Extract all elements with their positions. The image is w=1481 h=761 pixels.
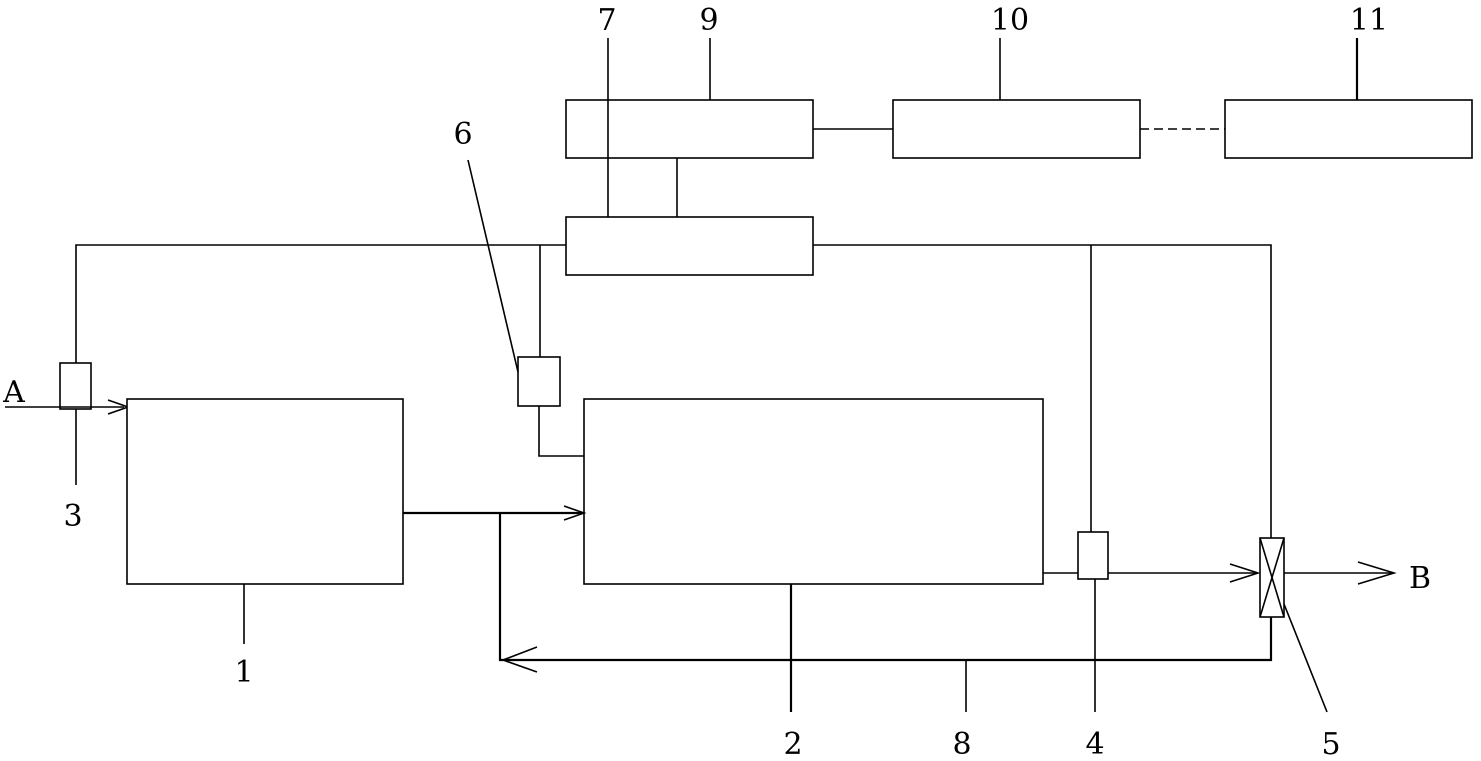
label-7: 7 [597, 3, 616, 38]
signal-line-to-sensor-3 [75, 244, 566, 363]
sensor-4 [1077, 531, 1109, 580]
label-outlet-b: B [1409, 561, 1431, 596]
label-6: 6 [453, 117, 472, 152]
box-2-tank [583, 398, 1044, 585]
leader-6 [467, 159, 519, 373]
label-3: 3 [63, 499, 82, 534]
label-5: 5 [1321, 727, 1340, 761]
signal-line-to-valve-5 [813, 244, 1272, 538]
sensor-3 [59, 362, 92, 410]
valve-5-cross-b [1259, 537, 1285, 618]
box-7-controller [565, 216, 814, 276]
recycle-arrowhead [500, 646, 538, 673]
flow-1-to-2-arrowhead [563, 505, 587, 521]
box-1-tank [126, 398, 404, 585]
outlet-arrowhead [1357, 561, 1397, 585]
label-9: 9 [699, 3, 718, 38]
recycle-line-8 [498, 513, 1273, 662]
label-1: 1 [234, 655, 253, 690]
label-2: 2 [783, 727, 802, 761]
label-4: 4 [1085, 727, 1104, 761]
label-8: 8 [952, 727, 971, 761]
leader-5 [1283, 603, 1328, 713]
label-10: 10 [991, 3, 1029, 38]
label-11: 11 [1350, 3, 1388, 38]
box-10 [892, 99, 1141, 159]
box-11 [1224, 99, 1473, 159]
sensor-6-connection [538, 406, 584, 457]
label-inlet-a: A [2, 375, 25, 410]
valve-inlet-arrowhead [1229, 563, 1261, 583]
sensor-6 [517, 356, 561, 407]
box-9 [565, 99, 814, 159]
